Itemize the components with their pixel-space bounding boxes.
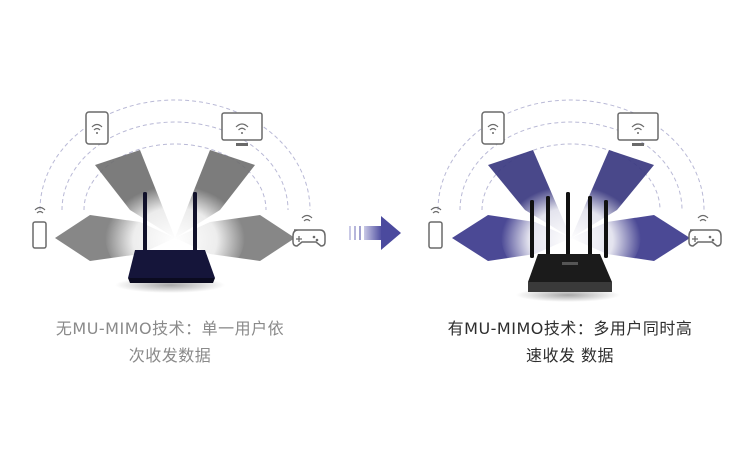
caption-line: 无MU-MIMO技术：单一用户依: [55, 319, 285, 338]
antenna: [143, 192, 147, 254]
phone-icon: [428, 206, 443, 249]
router-multi-user: [516, 192, 620, 302]
gamepad-icon: [688, 214, 722, 247]
transition-arrow-icon: [349, 216, 401, 250]
monitor-icon: [617, 112, 659, 146]
signal-arcs: [437, 99, 705, 211]
gamepad-icon: [292, 214, 326, 247]
left-diagram: [32, 99, 326, 293]
router-single-user: [115, 192, 225, 293]
signal-arcs: [39, 99, 311, 211]
right-diagram: [428, 99, 722, 302]
caption-line: 有MU-MIMO技术：多用户同时高: [447, 319, 693, 338]
caption-without-mu-mimo: 无MU-MIMO技术：单一用户依 次收发数据: [10, 315, 330, 369]
tablet-icon: [85, 111, 109, 145]
caption-line: 次收发数据: [128, 346, 212, 365]
caption-with-mu-mimo: 有MU-MIMO技术：多用户同时高 速收发 数据: [410, 315, 730, 369]
antenna: [193, 192, 197, 254]
caption-line: 速收发 数据: [525, 346, 615, 365]
tablet-icon: [481, 111, 505, 145]
monitor-icon: [221, 112, 263, 146]
phone-icon: [32, 206, 47, 249]
